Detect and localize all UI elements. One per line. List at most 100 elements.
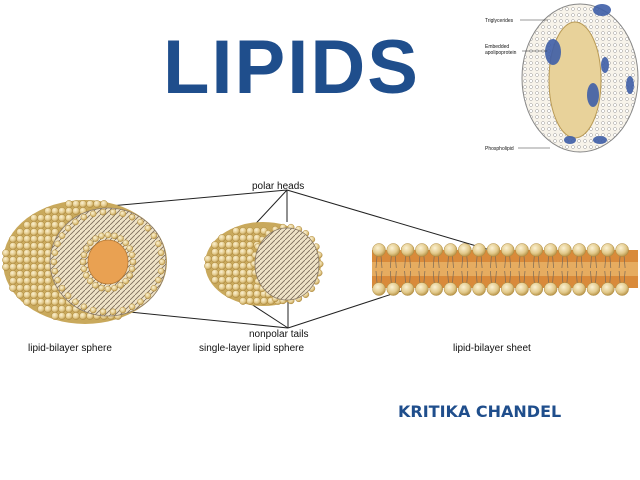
lipid-tail — [423, 255, 426, 269]
lipid-tail — [618, 270, 621, 284]
lipid-head — [372, 243, 386, 257]
lipid-tail — [595, 255, 597, 269]
nonpolar-tails-label: nonpolar tails — [249, 329, 308, 340]
lipid-head — [16, 277, 24, 285]
lipid-head — [44, 284, 52, 292]
lipid-head — [58, 207, 66, 215]
lipid-tail — [375, 255, 378, 269]
lipid-head — [144, 225, 152, 232]
lipid-head — [37, 284, 45, 292]
author-name: KRITIKA CHANDEL — [398, 402, 562, 421]
lipid-head — [239, 297, 247, 305]
lipid-head — [37, 249, 45, 257]
lipid-head — [239, 290, 247, 298]
lipid-head — [98, 284, 105, 292]
lipid-head — [51, 291, 59, 299]
lipid-head — [232, 234, 240, 242]
lipid-head — [37, 214, 45, 222]
bilayer-sphere-label: lipid-bilayer sphere — [28, 343, 112, 354]
lipid-head — [58, 305, 66, 313]
lipid-head — [500, 243, 515, 257]
lipid-tail — [447, 270, 449, 284]
lipid-head — [37, 277, 45, 285]
lipid-head — [128, 213, 136, 221]
lipid-head — [89, 306, 97, 314]
lipid-head — [100, 200, 108, 208]
lipid-head — [515, 243, 529, 257]
lipid-head — [87, 277, 94, 285]
lipid-tail — [461, 255, 464, 269]
lipid-head — [253, 227, 261, 235]
lipid-head — [529, 243, 544, 257]
lipid-tail — [466, 270, 469, 284]
lipid-tail — [604, 270, 607, 284]
lipid-tail — [504, 270, 507, 284]
lipid-head — [109, 208, 117, 216]
lipid-head — [117, 235, 124, 242]
lipid-head — [543, 282, 558, 296]
lipid-head — [239, 227, 247, 235]
lipid-head — [558, 243, 572, 257]
lipid-head — [58, 285, 66, 292]
lipid-head — [9, 242, 17, 250]
lipid-head — [23, 249, 31, 257]
lipid-head — [232, 290, 240, 298]
lipid-head — [615, 282, 629, 296]
lipid-head — [30, 249, 38, 257]
lipid-head — [44, 228, 52, 236]
lipid-tail — [394, 255, 397, 269]
lipid-tail — [490, 255, 492, 269]
lipid-head — [415, 282, 429, 296]
inner-head-ring — [50, 208, 166, 316]
lipid-head — [2, 249, 10, 257]
lipid-head — [429, 282, 443, 296]
lipid-tail — [495, 270, 497, 284]
embedded-label-line1: Embedded — [485, 44, 509, 50]
lipid-head — [218, 262, 226, 270]
lipid-head — [72, 218, 79, 226]
lipid-head — [246, 234, 254, 242]
lipid-head — [99, 208, 107, 216]
lipid-head — [572, 282, 586, 296]
lipid-head — [79, 258, 87, 266]
lipid-tail — [394, 270, 397, 284]
lipid-head — [23, 284, 31, 292]
lipid-head — [225, 283, 233, 291]
lipid-tail — [623, 270, 626, 284]
lipid-head — [144, 292, 152, 299]
lipid-head — [58, 232, 66, 239]
lipid-head — [51, 207, 59, 215]
lipid-head — [137, 298, 144, 306]
lipid-tail — [389, 270, 392, 284]
lipid-head — [218, 276, 226, 284]
lipid-head — [51, 249, 59, 257]
lipid-tail — [490, 270, 492, 284]
lipid-head — [158, 258, 166, 266]
lipid-head — [543, 243, 558, 257]
lipid-tail — [623, 255, 626, 269]
lipid-head — [109, 308, 117, 316]
lipid-tail — [523, 270, 526, 284]
lipid-head — [218, 255, 226, 263]
lipid-tail — [409, 255, 411, 269]
lipid-head — [443, 243, 458, 257]
lipid-head — [65, 207, 73, 215]
lipid-head — [400, 243, 415, 257]
lipid-head — [16, 256, 24, 264]
lipid-tail — [418, 270, 421, 284]
lipid-tail — [404, 255, 406, 269]
lipid-head — [232, 227, 240, 235]
lipid-head — [16, 291, 24, 299]
lipid-tail — [575, 255, 578, 269]
lipid-head — [415, 243, 429, 257]
lipid-head — [64, 292, 72, 299]
lipid-head — [30, 214, 38, 222]
lipid-tail — [532, 255, 535, 269]
lipid-head — [72, 207, 80, 215]
lipid-head — [23, 228, 31, 236]
lipid-head — [23, 256, 31, 264]
lipid-head — [72, 298, 79, 306]
lipid-head — [211, 276, 219, 284]
lipid-head — [246, 283, 254, 291]
